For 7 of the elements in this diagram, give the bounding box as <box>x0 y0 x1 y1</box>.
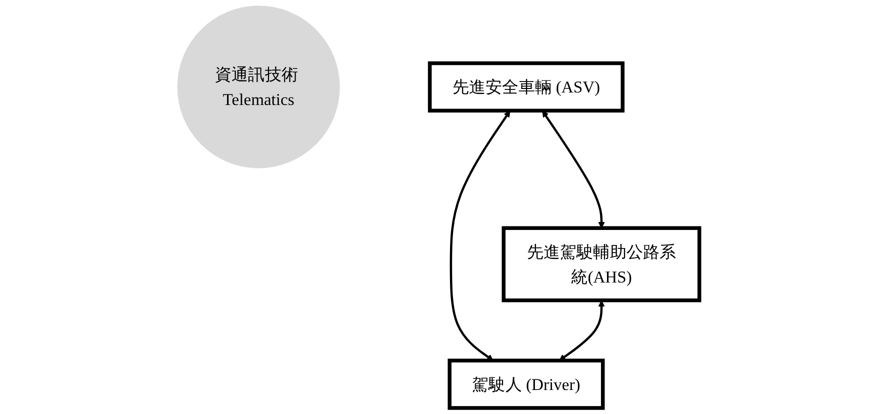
arrow <box>450 110 510 361</box>
node-circle: 資通訊技術 Telematics <box>177 6 340 168</box>
arrow <box>542 110 605 228</box>
node-box: 先進安全車輛 (ASV) <box>428 61 625 113</box>
node-box: 駕駛人 (Driver) <box>448 358 605 410</box>
node-box: 先進駕駛輔助公路系統(AHS) <box>502 226 702 302</box>
arrow <box>559 300 605 361</box>
